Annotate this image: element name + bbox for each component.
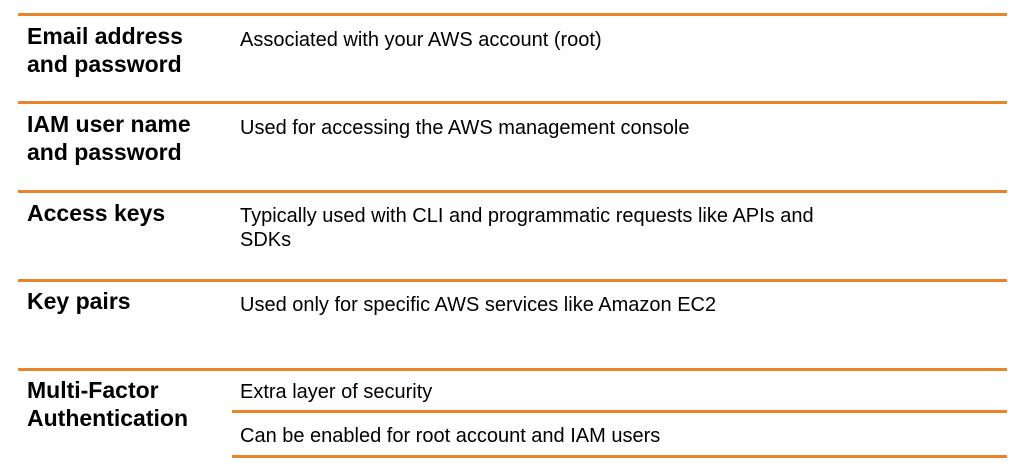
row-divider <box>18 368 1007 371</box>
table-bottom-rule <box>232 455 1007 458</box>
desc-key-pairs: Used only for specific AWS services like… <box>240 294 717 316</box>
row-divider <box>18 101 1007 104</box>
desc-mfa-extra-layer: Extra layer of security <box>240 381 433 403</box>
row-divider <box>18 190 1007 193</box>
desc-iam-user: Used for accessing the AWS management co… <box>240 117 690 139</box>
table-top-rule <box>18 13 1007 16</box>
term-email-password: Email address and password <box>27 23 183 77</box>
sub-row-divider <box>232 410 1007 413</box>
row-divider <box>18 279 1007 282</box>
term-access-keys: Access keys <box>27 200 166 226</box>
term-key-pairs: Key pairs <box>27 288 131 314</box>
term-iam-user: IAM user name and password <box>27 111 191 165</box>
desc-access-keys: Typically used with CLI and programmatic… <box>240 205 814 251</box>
desc-mfa-enable: Can be enabled for root account and IAM … <box>240 425 661 447</box>
desc-email-password: Associated with your AWS account (root) <box>240 29 602 51</box>
term-mfa: Multi-Factor Authentication <box>27 377 188 431</box>
